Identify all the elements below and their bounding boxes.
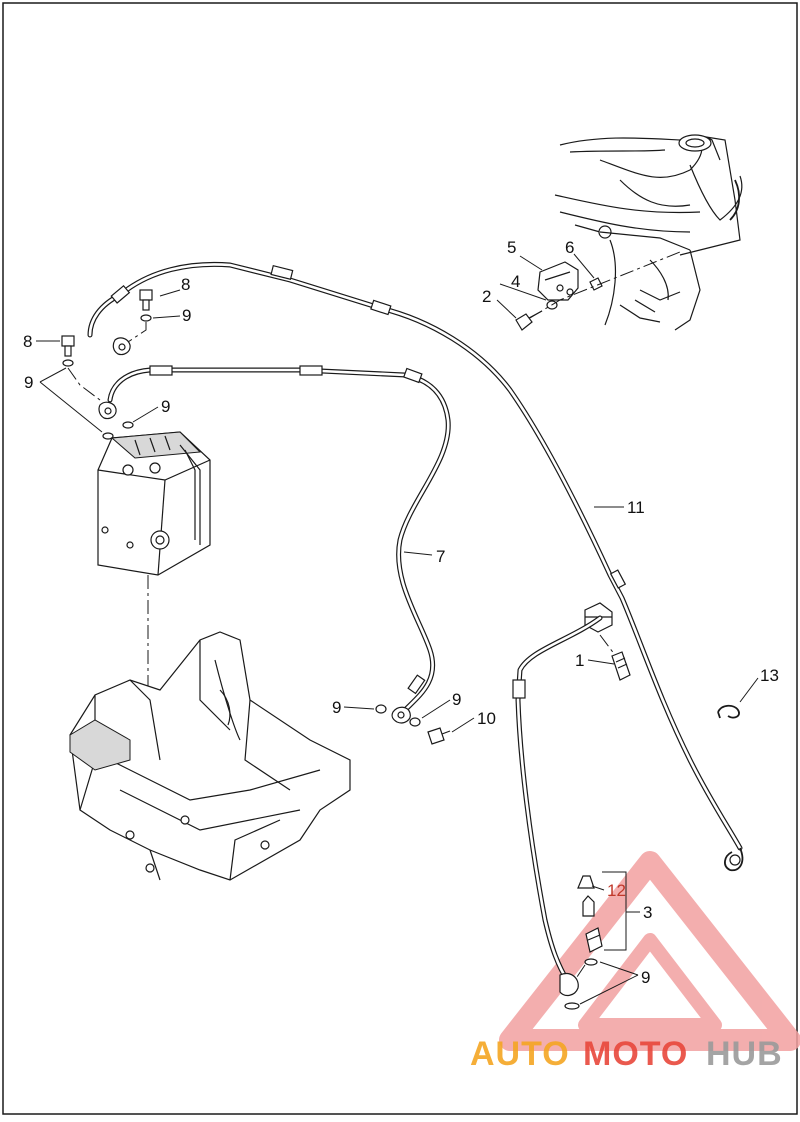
watermark-auto: AUTO: [470, 1035, 570, 1073]
callout-10: 10: [477, 709, 496, 728]
brake-line-11: [87, 261, 744, 872]
bolt-2: [515, 310, 543, 331]
callout-8-left: 8: [23, 332, 32, 351]
washer-9-abs-b: [122, 421, 134, 429]
watermark-logo: [499, 851, 800, 1051]
callout-12: 12: [607, 881, 626, 900]
watermark-wordmark: AUTO MOTO HUB: [470, 1035, 783, 1073]
watermark-moto: MOTO: [583, 1035, 688, 1073]
callout-9-mid-a: 9: [332, 698, 341, 717]
watermark-hub: HUB: [706, 1035, 783, 1073]
abs-module: [97, 431, 211, 576]
banjo-bolt-10: [427, 727, 451, 745]
banjo-fitting-upper: [112, 337, 131, 356]
callout-9-upper: 9: [182, 306, 191, 325]
callout-13: 13: [760, 666, 779, 685]
washer-9-mid-a: [375, 704, 387, 714]
brake-line-lower-branch: [512, 615, 603, 997]
washer-9-abs-a: [102, 432, 114, 440]
callout-4: 4: [511, 272, 520, 291]
bleeder-valve-3b: [585, 927, 603, 953]
washer-9-mid-b: [409, 717, 421, 727]
abs-mounting-tray: [69, 631, 351, 881]
banjo-fitting-lower: [98, 401, 117, 420]
washer-9-left: [62, 359, 74, 367]
banjo-bolt-8-upper: [139, 289, 153, 311]
callout-5: 5: [507, 238, 516, 257]
callout-6: 6: [565, 238, 574, 257]
hose-clip-13: [717, 704, 740, 719]
callout-11: 11: [627, 498, 645, 517]
washer-9-lower-a: [584, 958, 598, 966]
callout-labels: 8 9 8 9 9 2 4 5 6 11 7 1 13 9 9 10 12 3 …: [23, 238, 779, 987]
bleeder-valve-3a: [582, 895, 595, 917]
callout-9-left: 9: [24, 373, 33, 392]
bleeder-cap-12: [577, 875, 595, 889]
callout-9-abs: 9: [161, 397, 170, 416]
callout-8-upper: 8: [181, 275, 190, 294]
callout-2: 2: [482, 287, 491, 306]
brake-line-7: [107, 365, 451, 713]
frame-neck-illustration: [554, 134, 743, 331]
junction-bolt-1: [611, 651, 631, 681]
washer-9-lower-b: [564, 1002, 580, 1010]
banjo-fitting-7: [391, 706, 411, 724]
callout-9-mid-b: 9: [452, 690, 461, 709]
mounting-bracket: [537, 261, 579, 301]
callout-1: 1: [575, 651, 584, 670]
callout-3: 3: [643, 903, 652, 922]
callout-9-lower: 9: [641, 968, 650, 987]
leader-lines: [36, 253, 759, 1005]
washer-9-upper: [140, 314, 152, 322]
callout-7: 7: [436, 547, 445, 566]
banjo-bolt-8-left: [61, 335, 75, 357]
